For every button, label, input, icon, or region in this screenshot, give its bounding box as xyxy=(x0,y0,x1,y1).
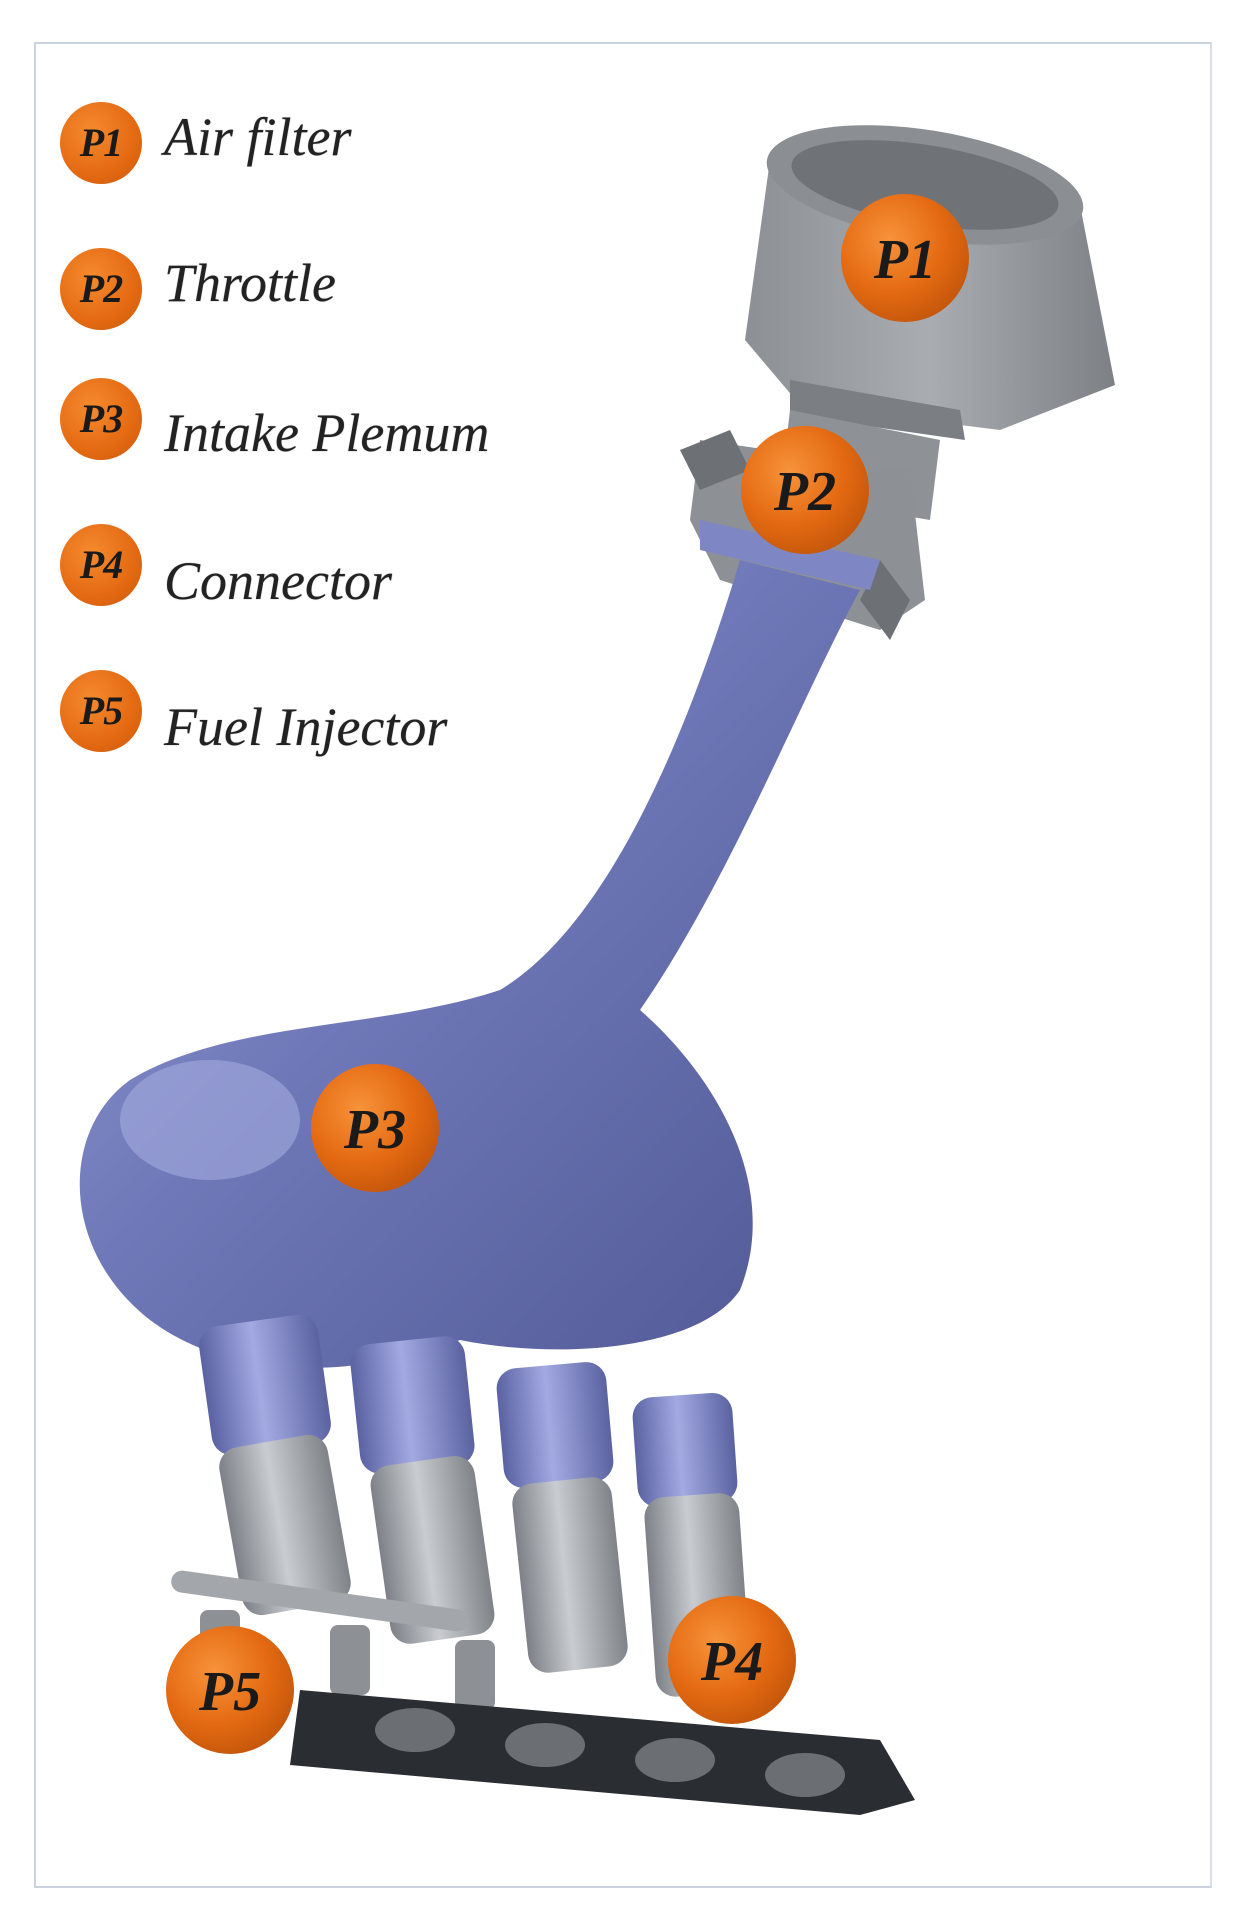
legend-item-connector: P4 Connector xyxy=(60,518,620,611)
legend-label: Fuel Injector xyxy=(164,697,448,757)
legend-label: Intake Plemum xyxy=(164,403,490,463)
legend-label: Air filter xyxy=(164,107,352,167)
figure-frame xyxy=(34,42,1212,1888)
marker-p5: P5 xyxy=(166,1626,294,1754)
manifold-flange xyxy=(290,1690,915,1815)
legend-badge: P3 xyxy=(60,378,142,460)
intake-plenum-shape xyxy=(79,560,860,1368)
marker-p3: P3 xyxy=(311,1064,439,1192)
svg-text:P3: P3 xyxy=(343,1099,406,1161)
legend-badge: P4 xyxy=(60,524,142,606)
svg-text:P4: P4 xyxy=(700,1631,763,1693)
marker-p1: P1 xyxy=(841,194,969,322)
marker-p2: P2 xyxy=(741,426,869,554)
air-filter-shape xyxy=(745,125,1115,520)
legend-item-intake-plenum: P3 Intake Plemum xyxy=(60,372,620,463)
svg-text:P1: P1 xyxy=(873,229,936,291)
legend-label: Connector xyxy=(164,551,392,611)
svg-text:P2: P2 xyxy=(773,461,836,523)
legend-label: Throttle xyxy=(164,253,337,313)
legend-item-air-filter: P1 Air filter xyxy=(60,96,620,186)
legend-badge: P2 xyxy=(60,248,142,330)
svg-text:P5: P5 xyxy=(198,1661,261,1723)
legend-item-fuel-injector: P5 Fuel Injector xyxy=(60,664,620,757)
legend-badge: P1 xyxy=(60,102,142,184)
marker-p4: P4 xyxy=(668,1596,796,1724)
legend-item-throttle: P2 Throttle xyxy=(60,242,620,332)
legend-badge: P5 xyxy=(60,670,142,752)
